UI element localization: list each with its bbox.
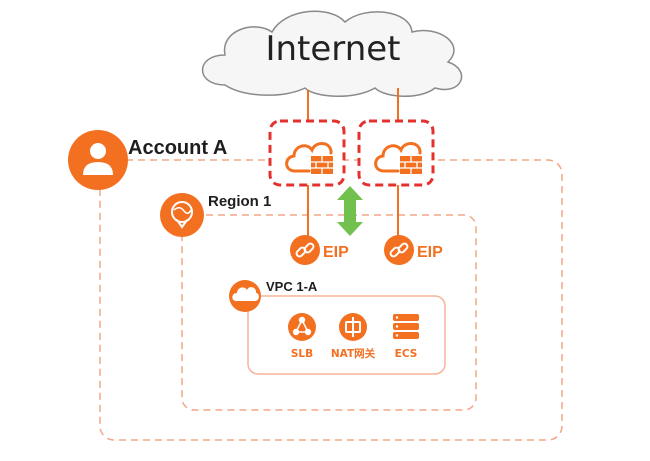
region-globe-icon bbox=[171, 201, 193, 229]
user-icon bbox=[83, 143, 113, 175]
vpc-cloud-icon bbox=[232, 287, 259, 301]
cloud-firewall-icon bbox=[285, 142, 333, 174]
nat-gateway-icon bbox=[345, 317, 361, 337]
ecs-label: ECS bbox=[395, 348, 418, 360]
account-label: Account A bbox=[128, 137, 227, 159]
vpc-label: VPC 1-A bbox=[266, 279, 318, 294]
nat-gateway-label: NAT网关 bbox=[331, 347, 376, 360]
slb-icon bbox=[292, 316, 312, 336]
cloud-firewall-icon bbox=[374, 142, 422, 174]
account-avatar bbox=[68, 130, 128, 190]
region-badge bbox=[160, 193, 204, 237]
eip-label-1: EIP bbox=[323, 244, 349, 261]
eip-link-icon bbox=[295, 242, 315, 258]
firewall-box-1 bbox=[268, 119, 346, 187]
ecs-server-icon bbox=[393, 314, 419, 339]
eip-link-icon bbox=[389, 242, 409, 258]
internet-label: Internet bbox=[265, 29, 400, 69]
internet-cloud-icon bbox=[201, 10, 463, 97]
bidirectional-arrow-icon bbox=[337, 186, 363, 236]
region-label: Region 1 bbox=[208, 193, 271, 210]
connector-lines bbox=[307, 88, 399, 236]
eip-label-2: EIP bbox=[417, 244, 443, 261]
slb-label: SLB bbox=[291, 348, 313, 360]
firewall-box-2 bbox=[357, 119, 435, 187]
region-boundary bbox=[181, 214, 477, 411]
